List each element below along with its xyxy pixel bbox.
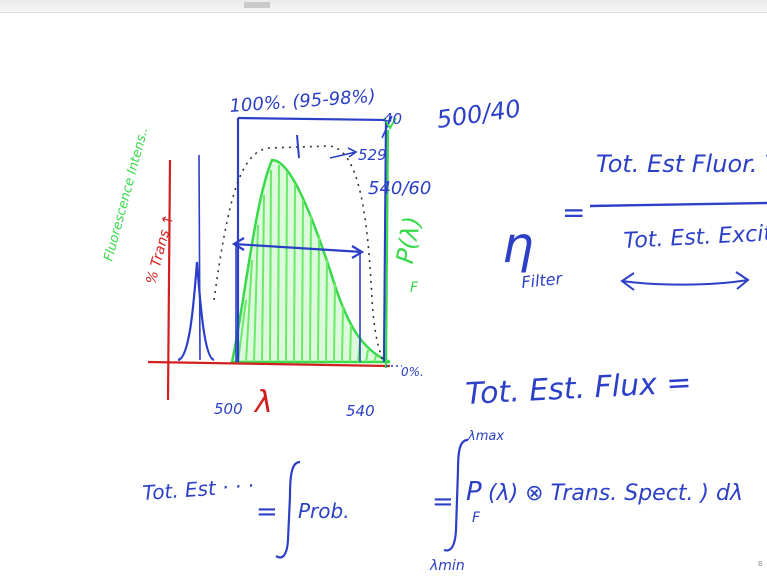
window-top-bar	[0, 0, 767, 13]
pf-axis-arrow	[383, 117, 397, 130]
x-tick-500: 500	[214, 400, 243, 418]
y-axis-label: Fluorescence Intens..	[101, 125, 151, 263]
x-tick-540: 540	[346, 402, 375, 420]
pf-label: P(λ)	[391, 214, 427, 266]
eta-subscript: Filter	[520, 269, 564, 292]
integral-sign	[443, 438, 469, 552]
eta-symbol: η	[502, 216, 534, 274]
pf-label-sub: F	[410, 280, 419, 296]
transmission-peak-tick	[296, 134, 300, 159]
flux-title: Tot. Est. Flux =	[465, 365, 693, 412]
axes	[147, 159, 391, 401]
double-arrow	[620, 271, 750, 291]
corner-mark: B	[758, 560, 763, 568]
lambda-max: λmax	[467, 429, 504, 444]
x-axis-lambda: λ	[253, 385, 273, 420]
integrand-p: P	[466, 477, 482, 507]
top-bar-tab	[244, 2, 270, 8]
y-axis-label-2: % Trans ↑	[143, 212, 177, 286]
emission-spectrum-hatch	[230, 158, 391, 364]
prob-lhs: Tot. Est · · ·	[142, 473, 255, 505]
marker-540-60: 540/60	[368, 178, 431, 199]
flux-equals: =	[432, 487, 454, 517]
pf-axis	[384, 129, 390, 369]
eta-equals: =	[562, 196, 585, 229]
filter-window	[177, 115, 393, 363]
marker-529: 529	[358, 146, 387, 164]
lambda-min: λmin	[429, 558, 465, 574]
denominator: Tot. Est. Excita	[623, 221, 767, 254]
marker-40: 40	[383, 110, 402, 128]
integrand-rest: (λ) ⊗ Trans. Spect. ) dλ	[488, 481, 743, 506]
flux-equation: Tot. Est. Flux = = λmax λmin P F (λ) ⊗ T…	[429, 365, 743, 574]
fraction-bar	[589, 201, 767, 208]
zero-label: 0%.	[401, 365, 424, 379]
header-note: 500/40	[435, 94, 523, 133]
prob-rhs: Prob.	[298, 499, 350, 523]
prob-equation: Tot. Est · · · = Prob.	[142, 460, 350, 559]
efficiency-equation: η Filter = Tot. Est Fluor. Tran Tot. Est…	[502, 150, 767, 292]
integrand-p-sub: F	[472, 510, 481, 526]
prob-equals: =	[256, 497, 278, 527]
prob-integral-sign	[275, 460, 301, 559]
spectrum-plot: 100%. (95-98%) 529 40 540/60 0%. 500 540…	[101, 86, 431, 420]
top-label: 100%. (95-98%)	[229, 86, 376, 117]
numerator: Tot. Est Fluor. Tran	[596, 150, 767, 178]
